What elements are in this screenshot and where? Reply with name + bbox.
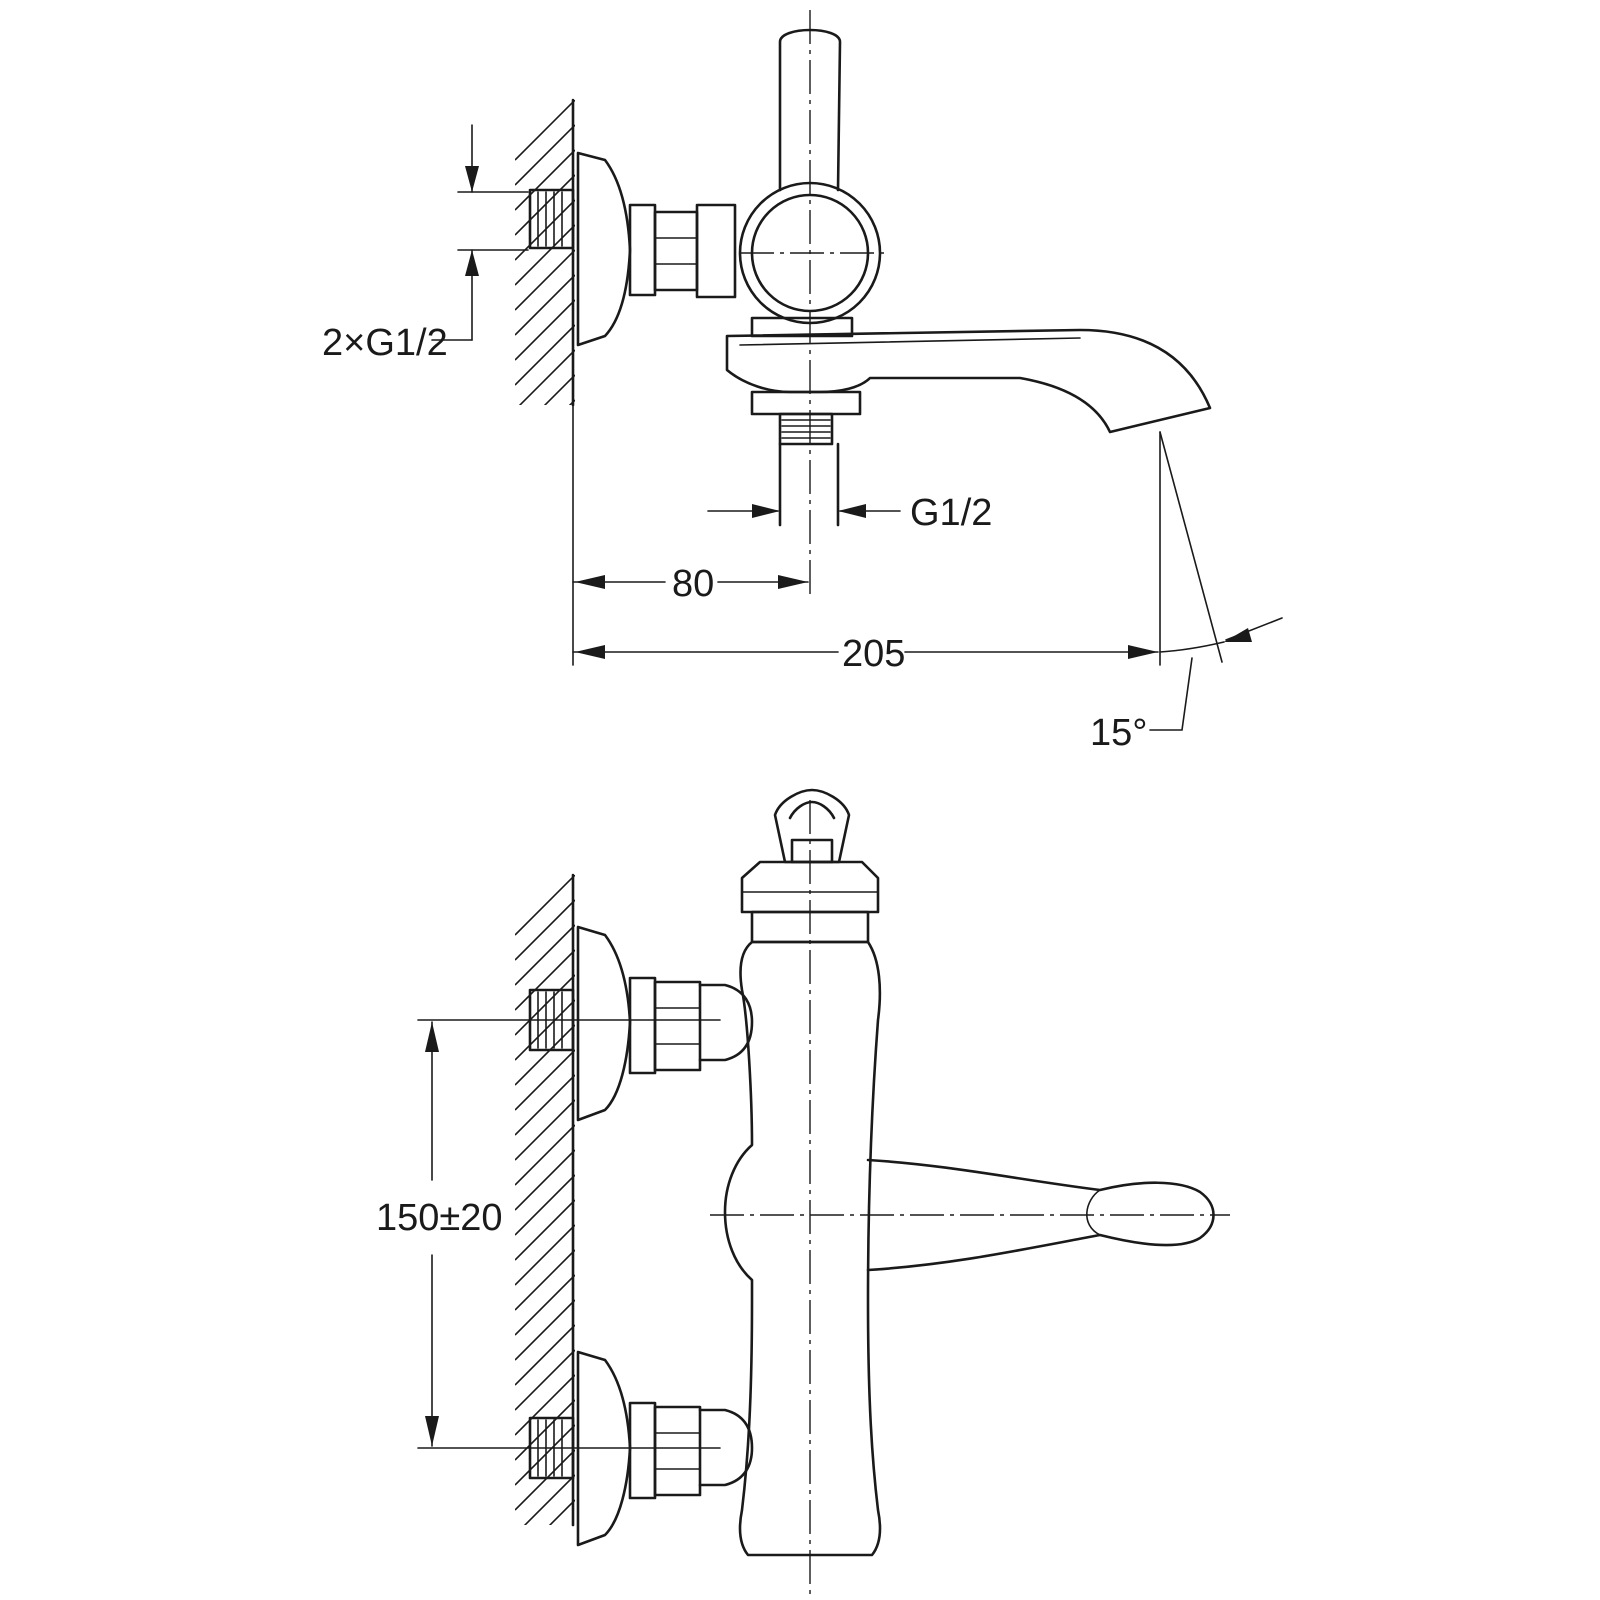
main-body-front bbox=[723, 940, 882, 1557]
dim-205-label: 205 bbox=[842, 633, 905, 675]
dim-inlet-thread: 2×G1/2 bbox=[322, 124, 529, 364]
dim-80-label: 80 bbox=[672, 563, 714, 605]
dim-205: 205 bbox=[572, 431, 1161, 675]
spout-side bbox=[725, 328, 1212, 434]
outlet-body bbox=[750, 390, 862, 527]
wall-flange-top bbox=[576, 151, 632, 347]
dim-angle-15: 15° bbox=[1090, 431, 1283, 754]
front-view: 150±20 bbox=[376, 788, 1230, 1595]
inlet-thread-label: 2×G1/2 bbox=[322, 322, 448, 364]
connector-nut-top bbox=[628, 203, 737, 299]
dim-150-label: 150±20 bbox=[376, 1197, 503, 1239]
dim-150: 150±20 bbox=[376, 1021, 503, 1447]
wall-top bbox=[515, 98, 575, 666]
side-view: 2×G1/2 G1/2 80 205 bbox=[322, 10, 1283, 754]
dim-outlet-thread: G1/2 bbox=[707, 492, 992, 534]
diverter-knob[interactable] bbox=[773, 788, 851, 864]
wall-bottom bbox=[515, 873, 575, 1527]
angle-15-label: 15° bbox=[1090, 712, 1147, 754]
inlet-thread-top bbox=[528, 188, 575, 250]
inlet-upper bbox=[528, 925, 754, 1122]
dim-80: 80 bbox=[572, 563, 809, 605]
outlet-thread-label: G1/2 bbox=[910, 492, 992, 534]
